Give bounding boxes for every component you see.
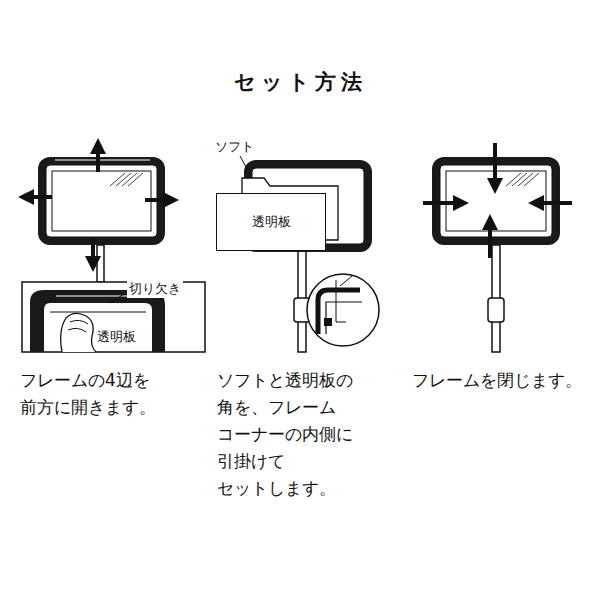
step3-figure [423,143,572,352]
step-caption: フレームの4辺を 前方に開きます。 [20,367,172,421]
step1-figure [22,146,205,352]
part-label: 切り欠き [127,281,183,298]
part-label: 透明板 [95,329,138,346]
step-caption: ソフトと透明板の 角を、フレーム コーナーの内側に 引掛けて セットします。 [217,367,367,502]
title: セット方法 [0,66,600,99]
step-caption: フレームを閉じます。 [412,367,597,394]
sheet-box: 透明板 [216,193,326,251]
part-label: ソフト [213,139,256,156]
sheet-label: 透明板 [252,213,291,231]
step2-figure [240,156,379,352]
